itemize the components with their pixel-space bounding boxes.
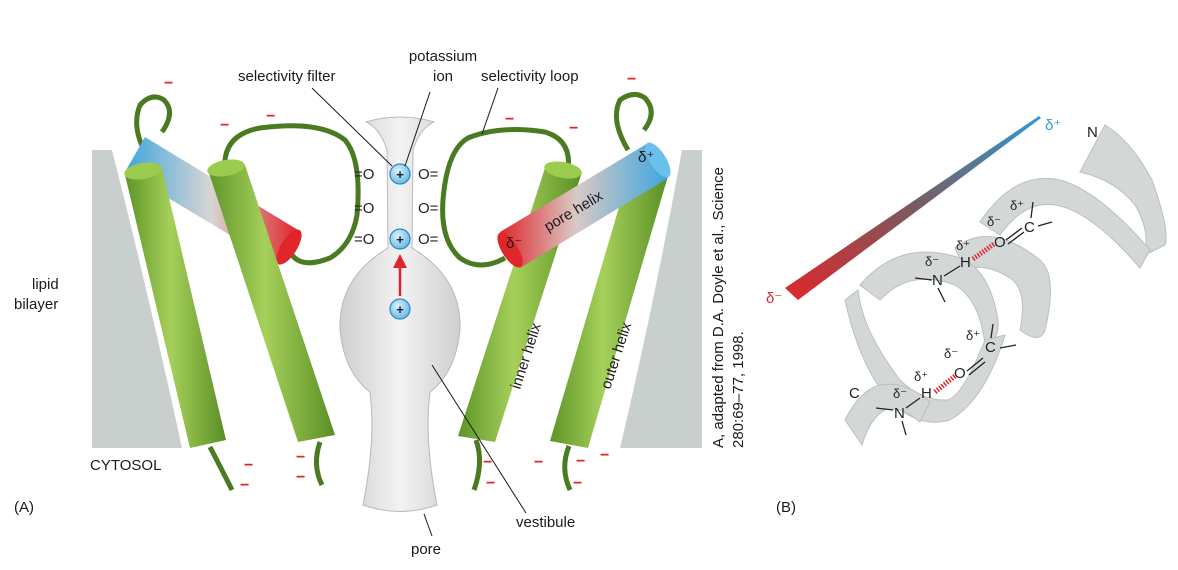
svg-text:H: H [921, 385, 932, 402]
svg-text:−: − [627, 71, 636, 88]
svg-text:O: O [994, 234, 1006, 251]
potassium-ion-top: + [389, 163, 411, 185]
outer-helix-left [124, 162, 235, 492]
svg-text:δ⁻: δ⁻ [925, 254, 939, 269]
svg-text:−: − [505, 111, 514, 128]
panel-b: δ⁺ δ⁻ N C δ⁻ N δ⁺ H δ⁻ O δ⁺ [766, 116, 1167, 516]
leader-lines [311, 87, 527, 537]
svg-text:−: − [296, 469, 305, 486]
carbonyl-right-1: O= [418, 166, 439, 183]
svg-text:−: − [244, 457, 253, 474]
lower-hydrogen-bond: δ⁻ N δ⁺ H δ⁻ O δ⁺ C [875, 323, 1017, 436]
svg-text:C: C [1024, 219, 1035, 236]
svg-text:δ⁺: δ⁺ [1010, 198, 1024, 213]
carbonyl-left-1: =O [354, 166, 374, 183]
svg-text:H: H [960, 254, 971, 271]
svg-text:−: − [266, 108, 275, 125]
svg-text:−: − [576, 453, 585, 470]
delta-plus-pore-helix: δ⁺ [638, 149, 654, 166]
svg-text:−: − [220, 117, 229, 134]
selectivity-filter-label: selectivity filter [238, 68, 336, 85]
membrane-right [620, 150, 702, 448]
c-terminus: C [849, 385, 860, 402]
carbonyl-left-3: =O [354, 231, 374, 248]
carbonyl-left-2: =O [354, 200, 374, 217]
outer-helix-left-tail [134, 94, 172, 162]
panel-a-label: (A) [14, 499, 34, 516]
inner-helix-left [207, 159, 335, 487]
svg-text:N: N [932, 272, 943, 289]
cytosol-label: CYTOSOL [90, 457, 161, 474]
svg-text:+: + [396, 232, 404, 247]
dipole-delta-minus: δ⁻ [766, 290, 782, 307]
carbonyl-right-2: O= [418, 200, 439, 217]
svg-text:δ⁺: δ⁺ [914, 369, 928, 384]
svg-text:−: − [573, 475, 582, 492]
dipole-wedge [785, 116, 1041, 300]
selectivity-loop-right [440, 127, 572, 268]
svg-text:−: − [600, 447, 609, 464]
svg-text:N: N [894, 405, 905, 422]
bilayer-label: bilayer [14, 296, 58, 313]
potassium-label: potassium [409, 48, 477, 65]
svg-text:−: − [240, 477, 249, 494]
delta-minus-pore-helix: δ⁻ [506, 235, 522, 252]
svg-text:−: − [569, 120, 578, 137]
svg-text:O: O [954, 365, 966, 382]
svg-text:δ⁻: δ⁻ [987, 214, 1001, 229]
membrane-left [92, 150, 182, 448]
credit-line-2: 280:69–77, 1998. [730, 331, 747, 448]
selectivity-loop-label: selectivity loop [481, 68, 579, 85]
n-terminus: N [1087, 124, 1098, 141]
svg-text:δ⁺: δ⁺ [956, 238, 970, 253]
alpha-helix-ribbon [844, 124, 1167, 447]
vestibule-label: vestibule [516, 514, 575, 531]
svg-text:−: − [483, 454, 492, 471]
svg-text:−: − [486, 475, 495, 492]
panel-a: pore helix δ⁻ δ⁺ inner helix outer helix… [14, 48, 747, 558]
svg-text:δ⁻: δ⁻ [893, 386, 907, 401]
lipid-label: lipid [32, 276, 59, 293]
pore-label: pore [411, 541, 441, 558]
svg-text:−: − [534, 454, 543, 471]
svg-text:δ⁻: δ⁻ [944, 346, 958, 361]
svg-text:+: + [396, 302, 404, 317]
outer-helix-right-tail [613, 92, 654, 152]
ion-label: ion [433, 68, 453, 85]
potassium-ion-middle: + [389, 228, 411, 250]
svg-text:C: C [985, 339, 996, 356]
potassium-ion-bottom: + [389, 298, 411, 320]
pore-helix-right [497, 142, 671, 268]
svg-text:−: − [296, 449, 305, 466]
svg-text:δ⁺: δ⁺ [966, 328, 980, 343]
credit-line-1: A, adapted from D.A. Doyle et al., Scien… [710, 167, 727, 448]
negative-charges: − − − − − − − − − − − − − − − − [164, 71, 636, 494]
upper-hydrogen-bond: δ⁻ N δ⁺ H δ⁻ O δ⁺ C [914, 198, 1053, 303]
panel-b-label: (B) [776, 499, 796, 516]
ion-movement-arrow [393, 254, 407, 296]
svg-text:−: − [164, 75, 173, 92]
dipole-delta-plus: δ⁺ [1045, 117, 1061, 134]
svg-text:+: + [396, 167, 404, 182]
carbonyl-right-3: O= [418, 231, 439, 248]
selectivity-loop-left [222, 123, 361, 266]
